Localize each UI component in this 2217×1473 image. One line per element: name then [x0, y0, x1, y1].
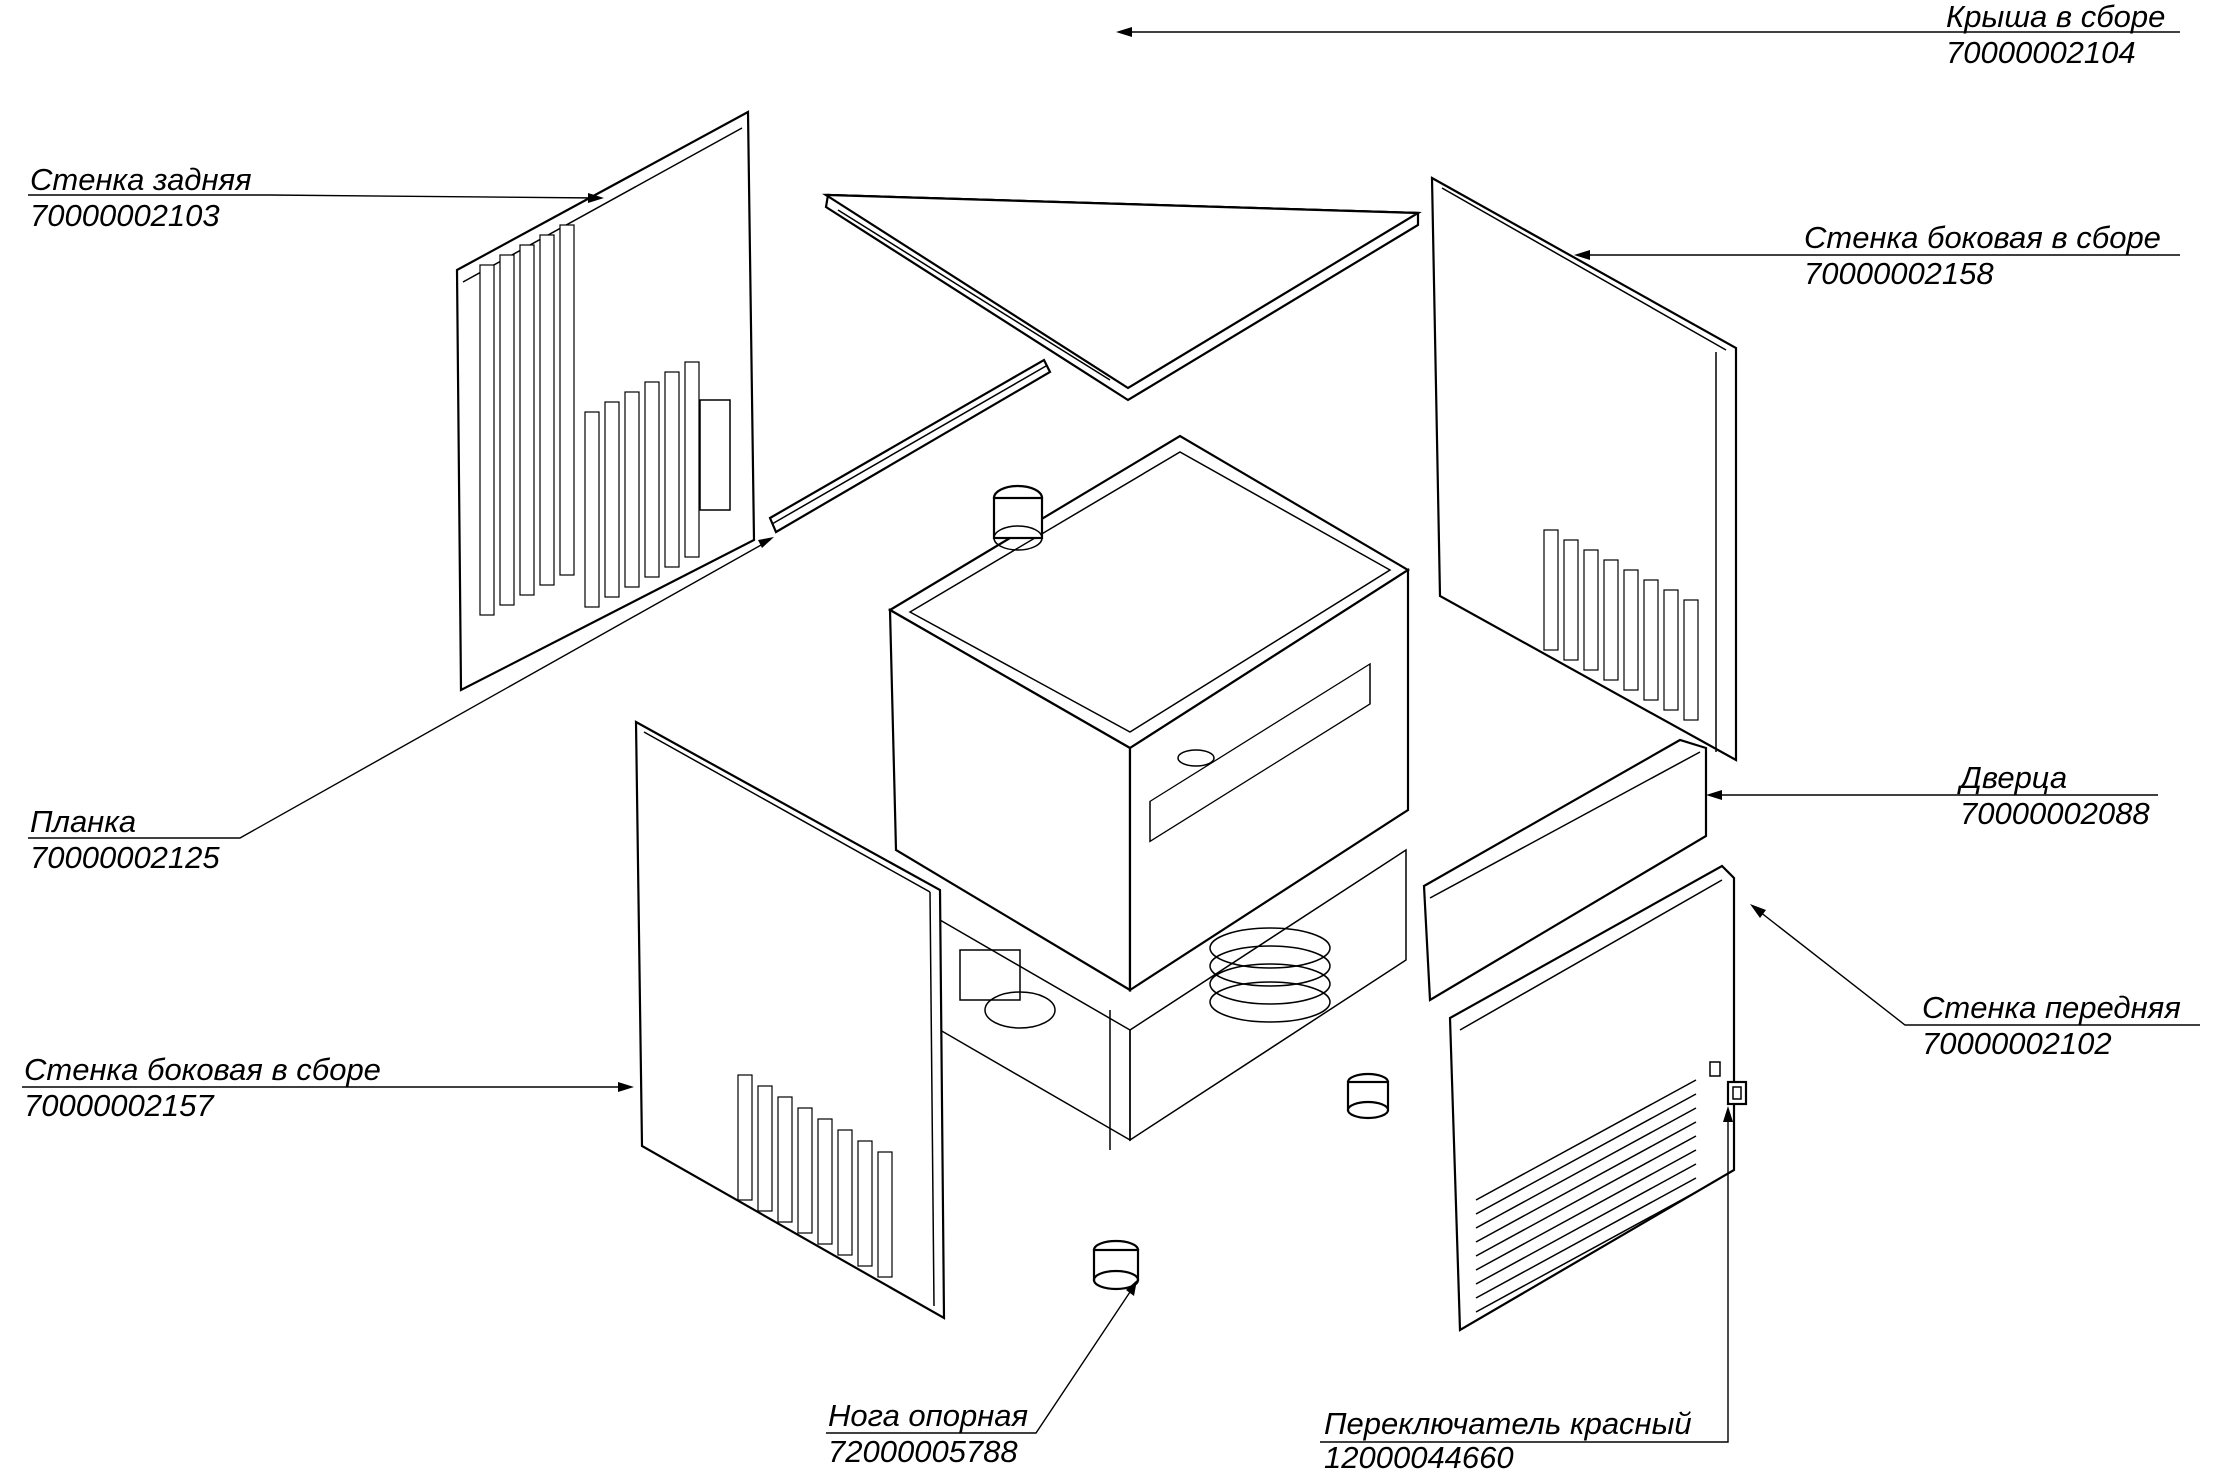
- leader-roof: [1116, 27, 2180, 37]
- condenser-coil: [1209, 927, 1331, 1023]
- strip-part: [768, 358, 1052, 534]
- front-wall-part: [1448, 864, 1736, 1332]
- label-front-wall-name: Стенка передняя: [1922, 990, 2181, 1025]
- leader-support-leg: [826, 1280, 1137, 1434]
- label-left-side-wall-code: 70000002157: [24, 1088, 215, 1123]
- label-back-wall-code: 70000002103: [30, 198, 220, 233]
- label-front-wall: Стенка передняя 70000002102: [1922, 990, 2181, 1061]
- right-wall-vents: [1543, 529, 1699, 721]
- leader-strip: [28, 537, 774, 839]
- label-red-switch-code: 12000044660: [1324, 1440, 1514, 1473]
- label-back-wall: Стенка задняя 70000002103: [30, 162, 252, 233]
- leader-back-wall: [28, 193, 604, 203]
- label-support-leg: Нога опорная 72000005788: [828, 1398, 1028, 1469]
- label-red-switch: Переключатель красный 12000044660: [1324, 1406, 1692, 1473]
- support-leg-rear: [1346, 1072, 1390, 1120]
- water-pipe: [992, 484, 1044, 551]
- right-side-wall-part: [1430, 176, 1738, 762]
- label-strip: Планка 70000002125: [30, 804, 220, 875]
- back-wall-vents-upper: [479, 224, 575, 616]
- label-support-leg-code: 72000005788: [828, 1434, 1018, 1469]
- back-wall-vents-lower: [584, 361, 700, 608]
- main-body-part: [887, 434, 1411, 1150]
- leader-door: [1706, 790, 2158, 800]
- leader-right-side-wall: [1574, 250, 2180, 260]
- leader-red-switch: [1320, 1106, 1733, 1443]
- door-part: [1422, 738, 1708, 1002]
- label-roof-name: Крыша в сборе: [1946, 0, 2165, 34]
- label-door-name: Дверца: [1957, 760, 2067, 795]
- label-left-side-wall-name: Стенка боковая в сборе: [24, 1052, 381, 1087]
- label-support-leg-name: Нога опорная: [828, 1398, 1028, 1433]
- compressor: [959, 949, 1056, 1029]
- label-roof: Крыша в сборе 70000002104: [1946, 0, 2165, 70]
- label-left-side-wall: Стенка боковая в сборе 70000002157: [24, 1052, 381, 1123]
- roof-part: [822, 193, 1422, 402]
- red-switch-part: [1726, 1080, 1748, 1106]
- support-leg-front: [1092, 1239, 1140, 1291]
- label-right-side-wall-name: Стенка боковая в сборе: [1804, 220, 2161, 255]
- label-right-side-wall: Стенка боковая в сборе 70000002158: [1804, 220, 2161, 291]
- back-wall-part: [455, 110, 756, 692]
- label-door: Дверца 70000002088: [1957, 760, 2150, 831]
- label-back-wall-name: Стенка задняя: [30, 162, 252, 197]
- leader-front-wall: [1750, 904, 2200, 1026]
- label-strip-name: Планка: [30, 804, 136, 839]
- label-strip-code: 70000002125: [30, 840, 220, 875]
- front-wall-grille: [1475, 1079, 1697, 1313]
- label-door-code: 70000002088: [1960, 796, 2150, 831]
- label-front-wall-code: 70000002102: [1922, 1026, 2112, 1061]
- label-right-side-wall-code: 70000002158: [1804, 256, 1994, 291]
- left-wall-vents: [737, 1074, 893, 1278]
- label-roof-code: 70000002104: [1946, 35, 2136, 70]
- left-side-wall-part: [634, 720, 946, 1320]
- label-red-switch-name: Переключатель красный: [1324, 1406, 1692, 1441]
- leader-left-side-wall: [22, 1082, 634, 1092]
